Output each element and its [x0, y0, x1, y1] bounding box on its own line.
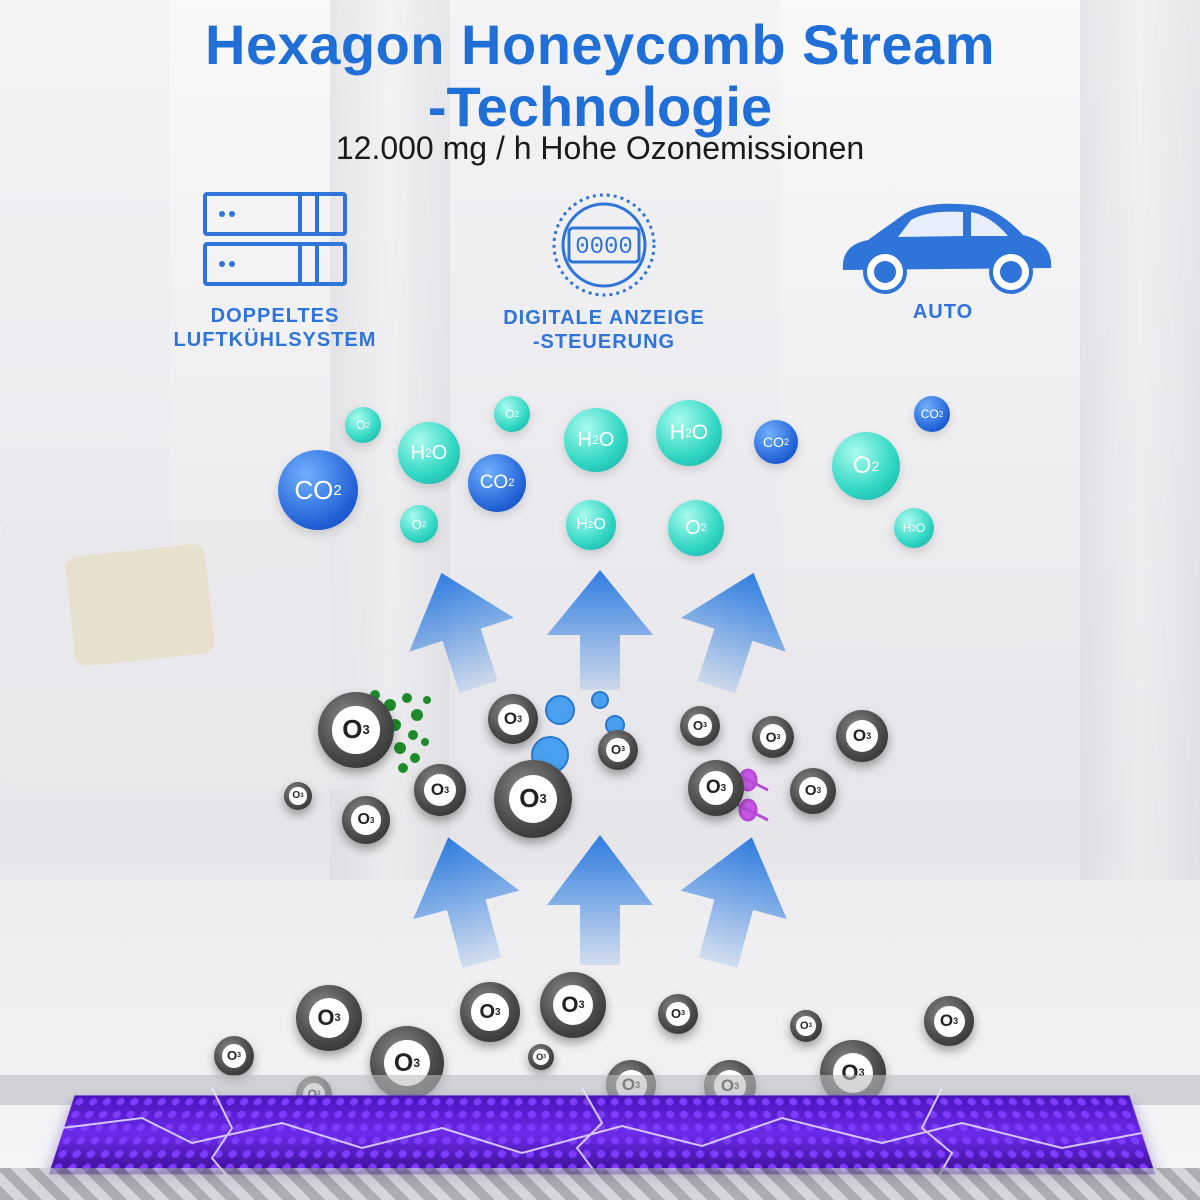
o2-molecule: O2 — [400, 505, 438, 543]
o3-molecule: O3 — [528, 1044, 554, 1070]
o3-molecule: O3 — [296, 985, 362, 1051]
co2-molecule: CO2 — [754, 420, 798, 464]
o3-molecule: O3 — [924, 996, 974, 1046]
feature-auto: AUTO — [793, 190, 1093, 324]
background-cushion — [65, 543, 216, 667]
feature-dual-cooling: DOPPELTES LUFTKÜHLSYSTEM — [125, 190, 425, 352]
arrow-up-icon — [675, 565, 795, 695]
o3-molecule: O3 — [680, 706, 720, 746]
h2o-molecule: H2O — [894, 508, 934, 548]
co2-molecule: CO2 — [278, 450, 358, 530]
arrow-up-icon — [545, 565, 655, 695]
feature-digital-display: 0000 DIGITALE ANZEIGE -STEUERUNG — [454, 190, 754, 354]
co2-molecule: CO2 — [914, 396, 950, 432]
h2o-molecule: H2O — [656, 400, 722, 466]
o2-molecule: O2 — [832, 432, 900, 500]
o3-molecule: O3 — [598, 730, 638, 770]
h2o-molecule: H2O — [398, 422, 460, 484]
o3-molecule: O3 — [342, 796, 390, 844]
server-cooling-icon — [200, 190, 350, 290]
car-icon — [823, 190, 1063, 300]
o3-molecule: O3 — [658, 994, 698, 1034]
feature-label: AUTO — [793, 300, 1093, 324]
o3-molecule: O3 — [752, 716, 794, 758]
o2-molecule: O2 — [345, 407, 381, 443]
o3-molecule: O3 — [284, 782, 312, 810]
arrow-up-icon — [545, 830, 655, 970]
h2o-molecule: H2O — [564, 408, 628, 472]
o3-molecule: O3 — [540, 972, 606, 1038]
o3-molecule: O3 — [688, 760, 744, 816]
display-digits: 0000 — [575, 234, 633, 261]
o3-molecule: O3 — [790, 768, 836, 814]
o2-molecule: O2 — [494, 396, 530, 432]
o3-molecule: O3 — [790, 1010, 822, 1042]
feature-label: DOPPELTES LUFTKÜHLSYSTEM — [125, 304, 425, 352]
feature-label: DIGITALE ANZEIGE -STEUERUNG — [454, 306, 754, 354]
arrow-up-icon — [675, 830, 795, 970]
title-line-1: Hexagon Honeycomb Stream — [0, 12, 1200, 77]
o3-molecule: O3 — [836, 710, 888, 762]
o3-molecule: O3 — [414, 764, 466, 816]
subtitle: 12.000 mg / h Hohe Ozonemissionen — [0, 130, 1200, 167]
arrow-up-icon — [400, 565, 520, 695]
o2-molecule: O2 — [668, 500, 724, 556]
digital-display-icon: 0000 — [549, 190, 659, 300]
o3-molecule: O3 — [214, 1036, 254, 1076]
h2o-molecule: H2O — [566, 500, 616, 550]
device-base — [0, 1168, 1200, 1200]
o3-molecule: O3 — [488, 694, 538, 744]
o3-molecule: O3 — [494, 760, 572, 838]
o3-molecule: O3 — [318, 692, 394, 768]
arrow-up-icon — [405, 830, 525, 970]
co2-molecule: CO2 — [468, 454, 526, 512]
o3-molecule: O3 — [460, 982, 520, 1042]
